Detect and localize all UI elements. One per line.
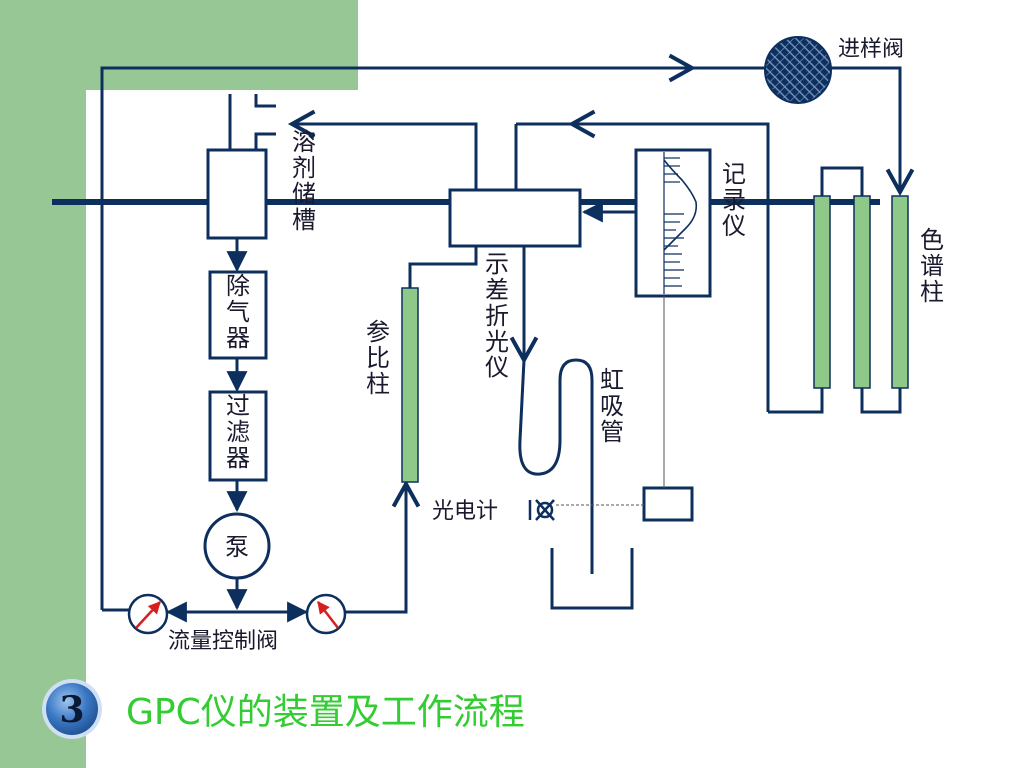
refractometer-box	[448, 188, 582, 248]
recorder-box	[634, 148, 712, 298]
line-return-to-refractometer	[567, 109, 770, 412]
filter-box	[208, 390, 268, 482]
photometer-box	[642, 486, 694, 522]
sample-valve-icon[interactable]	[764, 36, 832, 104]
label-siphon: 虹吸管	[600, 366, 624, 446]
white-right-area	[358, 0, 1024, 768]
label-filter: 过滤器	[226, 392, 250, 472]
label-degasser: 除气器	[226, 272, 250, 352]
column-3	[891, 195, 909, 389]
label-recorder: 记录仪	[722, 160, 746, 240]
slide-number: 3	[59, 689, 84, 731]
slide-title: GPC仪的装置及工作流程	[126, 692, 525, 733]
line-to-solvent-tank	[287, 109, 478, 190]
line-to-sample-valve	[100, 53, 697, 610]
solvent-tank	[206, 148, 268, 240]
label-reference-column: 参比柱	[366, 318, 390, 398]
photocell-icon	[528, 499, 555, 521]
column-2	[853, 195, 871, 389]
column-link-1	[768, 386, 824, 414]
flow-control-valve-right[interactable]	[305, 593, 347, 635]
gauge-needle	[135, 601, 161, 629]
label-refractometer: 示差折光仪	[485, 250, 509, 382]
label-sample-valve: 进样阀	[838, 37, 904, 62]
beaker	[550, 548, 634, 610]
flow-control-valve-left[interactable]	[127, 593, 169, 635]
tank-vent-1	[254, 94, 276, 108]
line-to-reference-column	[346, 479, 421, 614]
column-1	[813, 195, 831, 389]
recorder-chart	[663, 152, 698, 294]
ref-col-to-refractometer	[408, 246, 478, 288]
siphon-tube	[518, 358, 594, 574]
reference-column	[401, 287, 419, 483]
label-flow-valve: 流量控制阀	[168, 629, 278, 654]
left-green-band	[0, 0, 86, 768]
column-link-2	[860, 386, 902, 414]
label-photometer: 光电计	[432, 499, 498, 524]
label-solvent-tank: 溶剂储槽	[292, 128, 316, 234]
tank-vent-2	[254, 132, 276, 150]
gauge-needle	[317, 601, 339, 629]
label-pump: 泵	[225, 533, 249, 561]
column-link-top	[820, 166, 864, 196]
line-valve-to-column	[830, 66, 915, 197]
slide-number-badge: 3	[42, 679, 102, 739]
label-column: 色谱柱	[920, 226, 944, 306]
